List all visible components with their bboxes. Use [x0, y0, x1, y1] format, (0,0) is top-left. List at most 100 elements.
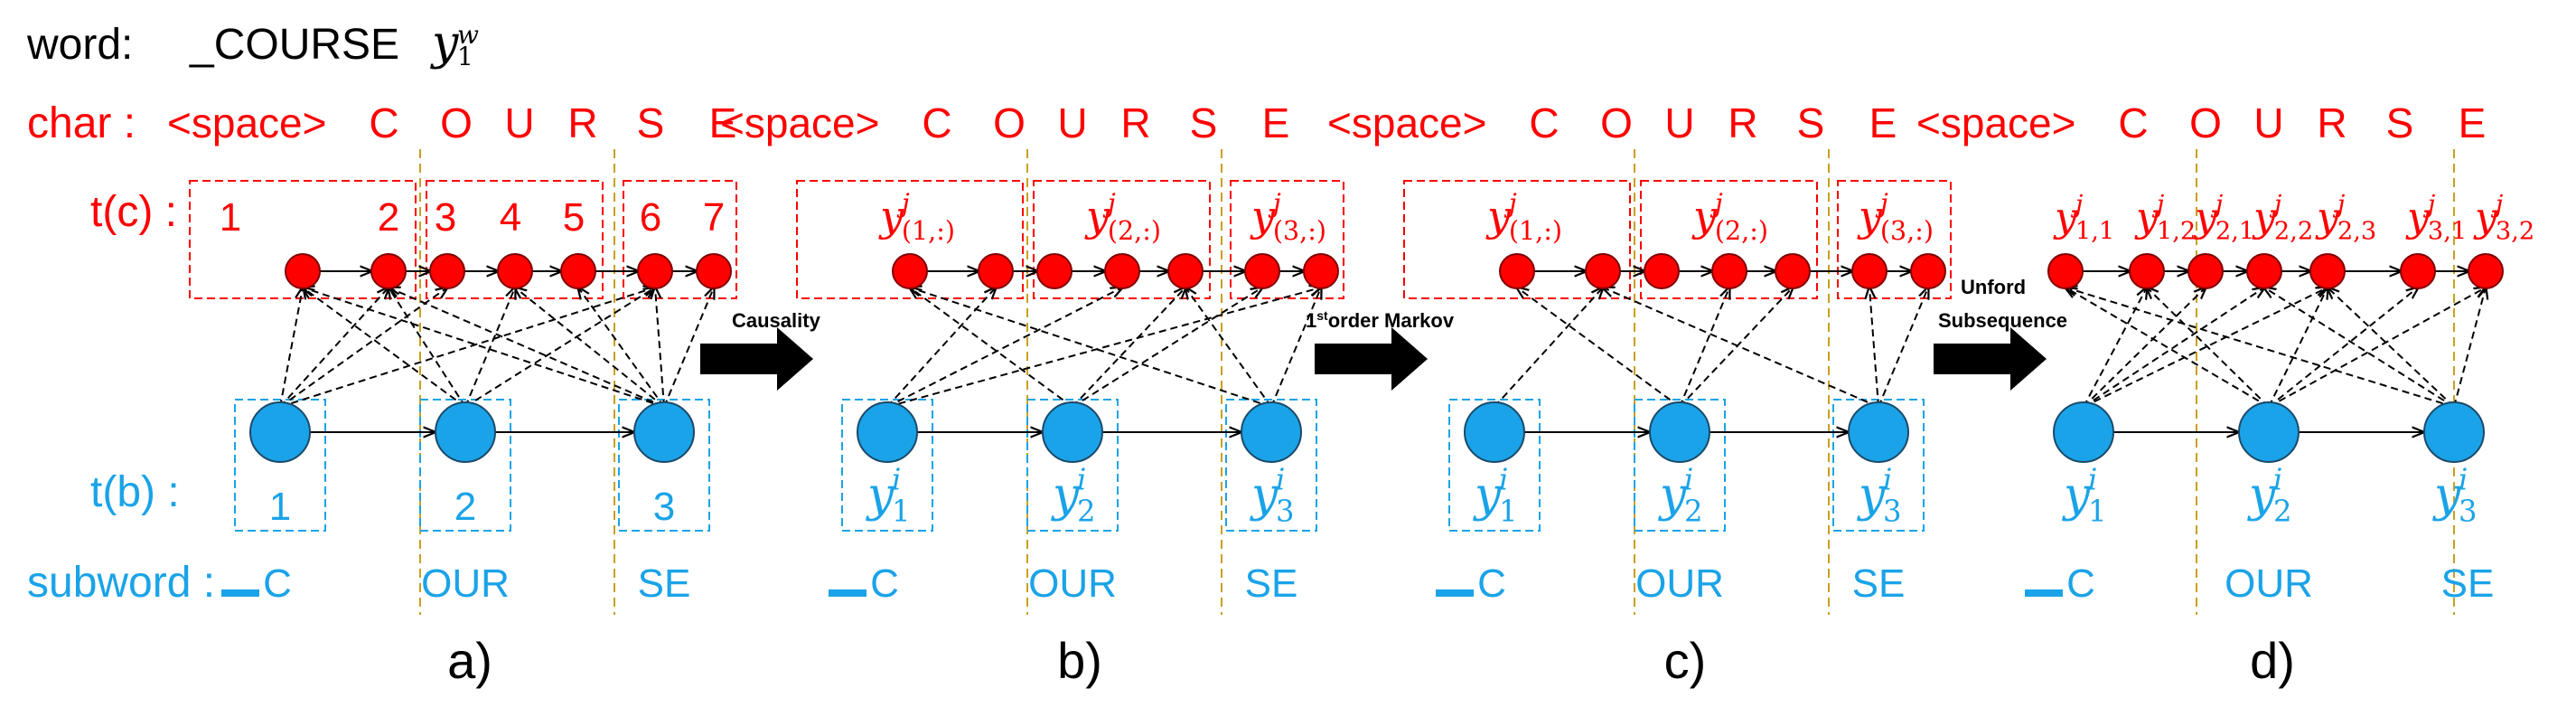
subword-node-1: [435, 401, 496, 463]
char-label: char :: [27, 99, 136, 147]
dashed-edge-8: [886, 288, 1321, 408]
tb-group-box-1: [1634, 399, 1726, 532]
svg-text:3,1: 3,1: [2428, 218, 2467, 246]
dashed-edge-2: [1603, 288, 1879, 408]
dashed-edge-4: [389, 288, 466, 408]
svg-text:(1,:): (1,:): [902, 216, 955, 246]
svg-text:y: y: [2473, 194, 2498, 240]
dashed-edge-8: [2268, 288, 2486, 408]
tc-group-box-1: [1033, 180, 1211, 299]
subword-node-2: [1848, 401, 1909, 463]
tb-group-box-1: [1026, 399, 1119, 532]
dashed-edge-2: [910, 288, 1272, 408]
dashed-edge-9: [279, 288, 655, 408]
dashed-edge-3: [279, 288, 389, 408]
dashed-edge-1: [303, 288, 466, 408]
char-node-1: [2129, 253, 2165, 289]
dashed-edge-6: [1679, 288, 1729, 408]
svg-text:y: y: [2247, 468, 2276, 523]
char-6: E: [2459, 99, 2487, 146]
subword-0: C: [870, 561, 899, 606]
dashed-edge-8: [578, 288, 665, 408]
dashed-edge-9: [2065, 288, 2455, 408]
char-2: O: [993, 99, 1026, 146]
svg-text:y: y: [2193, 194, 2218, 240]
tb-label-0: yi1: [1473, 463, 1518, 529]
char-node-4: [1167, 253, 1204, 289]
tc-label-1: yj1,2: [2134, 191, 2196, 245]
tc-group-box-2: [623, 180, 737, 299]
svg-text:1: 1: [1499, 494, 1518, 528]
dashed-edge-10: [464, 288, 655, 408]
svg-text:i: i: [1684, 463, 1693, 497]
char-4: R: [567, 99, 597, 146]
space-underscore: [829, 589, 866, 597]
tc-label: t(c) :: [90, 188, 177, 236]
arrow-shape-0: [700, 327, 813, 391]
char-node-0: [1499, 253, 1535, 289]
tb-label-0: yi1: [2062, 463, 2107, 529]
tc-number-2: 3: [435, 195, 456, 240]
svg-text:y: y: [2252, 194, 2277, 240]
svg-text:i: i: [2273, 463, 2282, 497]
dashed-edge-6: [279, 288, 447, 408]
caption-panel_a: a): [447, 632, 492, 689]
char-1: C: [2118, 99, 2148, 146]
svg-text:1: 1: [457, 42, 473, 71]
subword-1: OUR: [1635, 561, 1724, 606]
dashed-edge-5: [2147, 288, 2270, 408]
char-0: <space>: [1916, 99, 2075, 146]
subword-2: SE: [1852, 561, 1906, 606]
tc-label-0: yj1,1: [2053, 191, 2114, 245]
svg-text:(2,:): (2,:): [1108, 216, 1161, 246]
char-3: U: [2253, 99, 2283, 146]
char-5: S: [2386, 99, 2414, 146]
char-0: <space>: [1327, 99, 1486, 146]
tb-number-0: 1: [269, 485, 291, 529]
tb-group-box-1: [419, 399, 511, 532]
tc-group-label-2: yj(3,:): [1250, 188, 1326, 246]
svg-text:y: y: [2062, 468, 2091, 523]
dashed-edge-11: [655, 288, 665, 408]
svg-text:2: 2: [1684, 494, 1703, 528]
tb-group-box-2: [1225, 399, 1317, 532]
char-1: C: [922, 99, 951, 146]
svg-text:y: y: [1857, 468, 1886, 523]
char-1: C: [1529, 99, 1559, 146]
subword-node-0: [857, 401, 918, 463]
subword-node-1: [1042, 401, 1103, 463]
transition-arrow-1: 1storder Markov: [1306, 308, 1455, 391]
dashed-edge-1: [1517, 288, 1681, 408]
dashed-edge-1: [910, 288, 1073, 408]
svg-text:i: i: [892, 463, 901, 497]
dashed-edge-7: [464, 288, 515, 408]
dashed-edge-5: [1270, 288, 1321, 408]
tc-label-5: yj3,1: [2405, 191, 2467, 245]
dashed-edge-10: [2264, 288, 2455, 408]
svg-text:y: y: [1691, 192, 1718, 240]
svg-text:i: i: [1499, 463, 1508, 497]
char-node-4: [560, 253, 596, 289]
subword-2: SE: [2441, 561, 2495, 606]
svg-text:y: y: [866, 468, 895, 523]
char-2: O: [1600, 99, 1633, 146]
word-value: _COURSE: [189, 21, 399, 69]
char-node-1: [978, 253, 1014, 289]
dashed-edge-12: [663, 288, 714, 408]
tc-group-box-2: [1230, 180, 1344, 299]
svg-text:y: y: [1250, 468, 1279, 523]
subword-node-2: [1241, 401, 1302, 463]
caption-panel_b: b): [1057, 632, 1102, 689]
char-node-0: [285, 253, 321, 289]
char-5: S: [637, 99, 665, 146]
subword-0: C: [1477, 561, 1506, 606]
tb-number-1: 2: [454, 485, 476, 529]
char-0: <space>: [167, 99, 326, 146]
char-node-3: [497, 253, 533, 289]
